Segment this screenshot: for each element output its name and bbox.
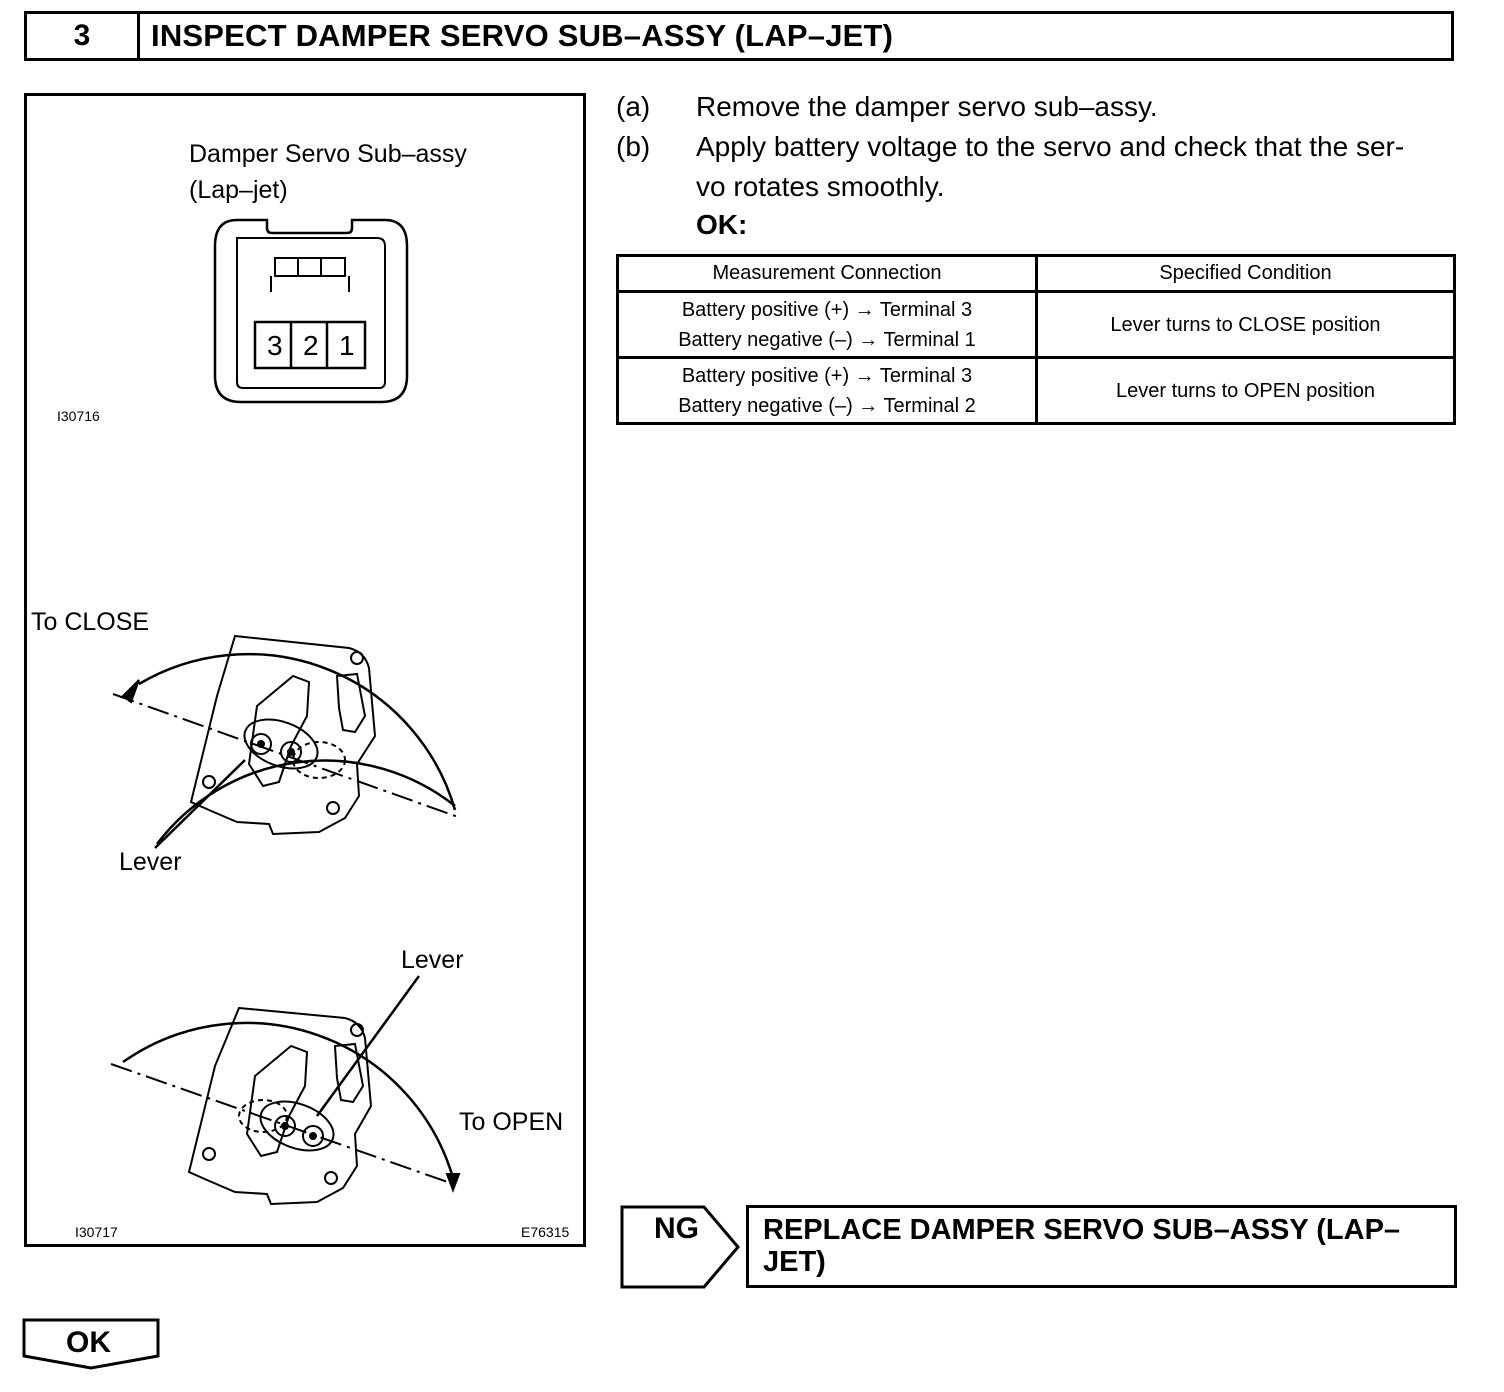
step-a-letter: (a) [616,91,651,122]
step-b-text-line1: Apply battery voltage to the servo and c… [696,131,1405,162]
measurement-connection-cell: Battery positive (+) → Terminal 3 Batter… [616,290,1038,359]
figure-code-top: I30716 [57,408,100,424]
label-lever-open: Lever [401,946,464,974]
connector-drawing [213,218,409,404]
section-title: INSPECT DAMPER SERVO SUB–ASSY (LAP–JET) [151,18,894,53]
label-to-close: To CLOSE [31,608,150,636]
terminal-numbers: 3 2 1 [261,326,371,366]
terminal-3: 3 [267,330,283,361]
servo-diagram [110,218,462,1206]
section-header: 3 INSPECT DAMPER SERVO SUB–ASSY (LAP–JET… [24,11,1454,61]
table-row: Battery positive (+) → Terminal 3 Batter… [616,356,1456,425]
connection-line1: Battery positive (+) → Terminal 3 [681,364,973,387]
ng-label: NG [654,1212,699,1245]
step-a: (a) Remove the damper servo sub–assy. [616,87,1466,127]
specification-table: Measurement Connection Specified Conditi… [616,254,1456,425]
ok-criteria-label: OK: [696,209,748,240]
specified-condition-cell: Lever turns to OPEN position [1035,356,1456,425]
connection-line1: Battery positive (+) → Terminal 3 [681,298,973,321]
terminal-2: 2 [303,330,319,361]
label-to-open: To OPEN [459,1108,564,1136]
specified-condition-cell: Lever turns to CLOSE position [1035,290,1456,359]
step-b-letter: (b) [616,131,651,162]
measurement-connection-cell: Battery positive (+) → Terminal 3 Batter… [616,356,1038,425]
step-a-text: Remove the damper servo sub–assy. [696,91,1158,122]
label-lever-close: Lever [119,848,182,876]
table-header-row: Measurement Connection Specified Conditi… [616,254,1456,293]
ok-button-label: OK [66,1326,111,1359]
illustration-panel: Damper Servo Sub–assy (Lap–jet) [24,93,586,1247]
step-b-text-line2: vo rotates smoothly. [696,171,945,202]
ng-action-box: REPLACE DAMPER SERVO SUB–ASSY (LAP–JET) [746,1205,1457,1288]
ng-arrow-box [620,1205,740,1289]
header-measurement-connection: Measurement Connection [616,254,1038,293]
step-b: (b) Apply battery voltage to the servo a… [616,127,1466,207]
header-specified-condition: Specified Condition [1035,254,1456,293]
ng-action-text: REPLACE DAMPER SERVO SUB–ASSY (LAP–JET) [763,1214,1401,1278]
connector-title-line2: (Lap–jet) [189,176,288,204]
figure-code-bottom-left: I30717 [75,1224,118,1240]
connection-line2: Battery negative (–) → Terminal 2 [678,394,976,417]
terminal-1: 1 [339,330,355,361]
ok-next-button[interactable] [22,1318,162,1370]
servo-close-drawing [112,634,462,849]
connector-title-line1: Damper Servo Sub–assy [189,140,467,168]
connection-line2: Battery negative (–) → Terminal 1 [678,328,976,351]
step-number: 3 [27,14,140,58]
servo-open-drawing [110,975,461,1206]
table-row: Battery positive (+) → Terminal 3 Batter… [616,290,1456,359]
figure-code-bottom-right: E76315 [521,1224,570,1240]
